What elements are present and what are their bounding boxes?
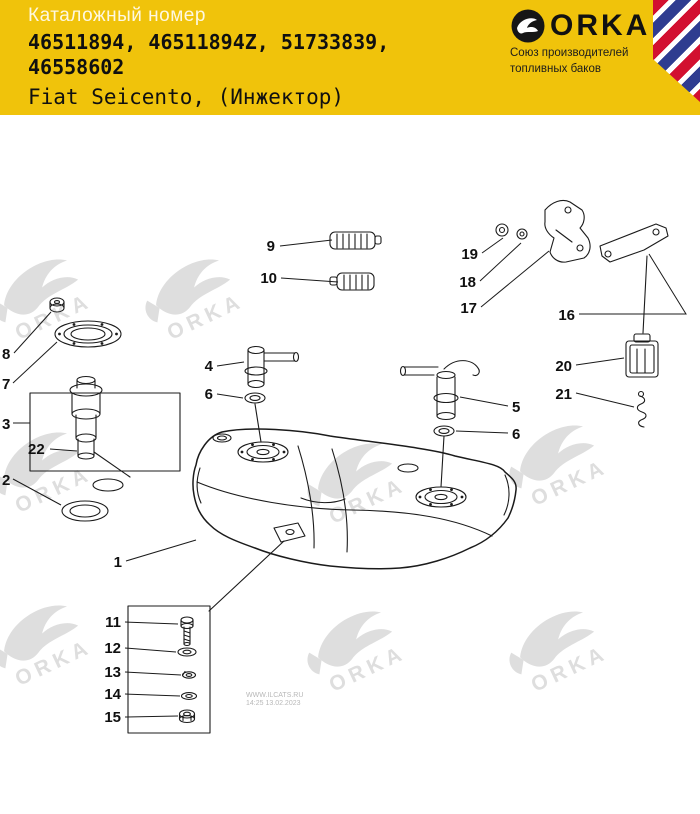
leader-line-7 [12, 341, 58, 384]
leader-line-19 [481, 237, 504, 254]
orka-fish-icon [510, 8, 546, 44]
watermark-fish-tail [307, 652, 322, 675]
leader-line-4 [216, 361, 245, 367]
watermark-fish-icon [520, 611, 595, 667]
part-callout-17: 17 [460, 300, 477, 317]
watermark-fish-icon [318, 443, 393, 499]
vent-valve-left [244, 345, 300, 443]
leader-line-9 [279, 239, 333, 247]
vent-valve-right [399, 360, 480, 488]
watermark-fish-icon [156, 259, 231, 315]
watermark-fish-tail [509, 466, 524, 489]
part-callout-12: 12 [104, 640, 121, 657]
part-callout-3: 3 [2, 416, 10, 433]
catalog-number-label: Каталожный номер [28, 5, 206, 26]
rollover-valves [329, 231, 382, 291]
leader-line-20 [575, 357, 625, 366]
part-callout-5: 5 [512, 399, 520, 416]
part-callout-14: 14 [104, 686, 121, 703]
part-callout-9: 9 [267, 238, 275, 255]
part-callout-7: 7 [2, 376, 10, 393]
footnote-timestamp: 14:25 13.02.2023 [246, 700, 301, 707]
assembly-boxes [29, 392, 211, 734]
header: Каталожный номер 46511894, 46511894Z, 51… [0, 0, 700, 115]
leader-line-22 [49, 448, 78, 452]
flag-ribbon [653, 0, 700, 102]
watermark-fish-tail [0, 646, 8, 669]
leader-line-2 [12, 478, 62, 506]
brand-block: ORKA Союз производителей топливных баков [510, 8, 660, 76]
part-callout-6-left: 6 [205, 386, 213, 403]
part-numbers-line2: 46558602 [28, 55, 125, 79]
watermark-fish-icon [4, 605, 79, 661]
logo-subtitle-line1: Союз производителей [510, 47, 629, 59]
leader-line-10 [280, 277, 339, 283]
watermark-fish-icon [520, 425, 595, 481]
watermark-fish-icon [4, 432, 79, 488]
watermark-fish-tail [145, 300, 160, 323]
tank-body [192, 428, 517, 612]
part-callout-8: 8 [2, 346, 10, 363]
leader-line-6-left [216, 393, 244, 399]
leader-line-6-right [455, 430, 509, 434]
leader-line-11 [124, 621, 179, 625]
header-text-block: Каталожный номер 46511894, 46511894Z, 51… [28, 5, 389, 109]
leader-line-18 [479, 242, 522, 282]
watermark-fish-tail [0, 300, 8, 323]
part-callout-2: 2 [2, 472, 10, 489]
part-callout-15: 15 [104, 709, 121, 726]
leader-line-17 [480, 250, 550, 308]
logo-subtitle-line2: топливных баков [510, 63, 601, 75]
leader-line-1 [125, 539, 197, 562]
part-callout-4: 4 [205, 358, 214, 375]
fuel-pump-module [49, 297, 131, 522]
part-callout-18: 18 [459, 274, 476, 291]
part-callout-16: 16 [558, 307, 575, 324]
watermark-fish-tail [509, 652, 524, 675]
leader-line-16 [579, 253, 687, 315]
leader-line-21 [575, 392, 635, 408]
part-callout-11: 11 [105, 614, 121, 631]
leader-line-14 [124, 693, 181, 697]
part-callout-19: 19 [461, 246, 478, 263]
leader-line-12 [124, 647, 177, 653]
model-name: Fiat Seicento, (Инжектор) [28, 85, 345, 109]
logo-row: ORKA [510, 8, 660, 44]
part-callout-21: 21 [555, 386, 572, 403]
leader-line-5 [459, 396, 509, 407]
leader-line-13 [124, 671, 182, 676]
part-callout-6-right: 6 [512, 426, 520, 443]
leader-line-8 [13, 311, 52, 354]
part-callout-10: 10 [260, 270, 277, 287]
site-footnote: WWW.ILCATS.RU 14:25 13.02.2023 [246, 692, 303, 708]
part-numbers-line1: 46511894, 46511894Z, 51733839, [28, 30, 390, 54]
footnote-url: WWW.ILCATS.RU [246, 692, 304, 699]
part-callout-20: 20 [555, 358, 572, 375]
orka-logo-text: ORKA [550, 9, 651, 42]
leader-line-15 [124, 715, 179, 718]
watermark-fish-icon [4, 259, 79, 315]
part-callout-22: 22 [28, 441, 45, 458]
fasteners [177, 616, 198, 724]
part-callout-13: 13 [104, 664, 121, 681]
watermark-fish-tail [0, 473, 8, 496]
part-callout-1: 1 [114, 554, 122, 571]
mounting-brackets [495, 199, 669, 263]
watermark-fish-icon [318, 611, 393, 667]
orka-watermark: ORKA [285, 582, 428, 705]
connector-and-clip [625, 255, 659, 428]
